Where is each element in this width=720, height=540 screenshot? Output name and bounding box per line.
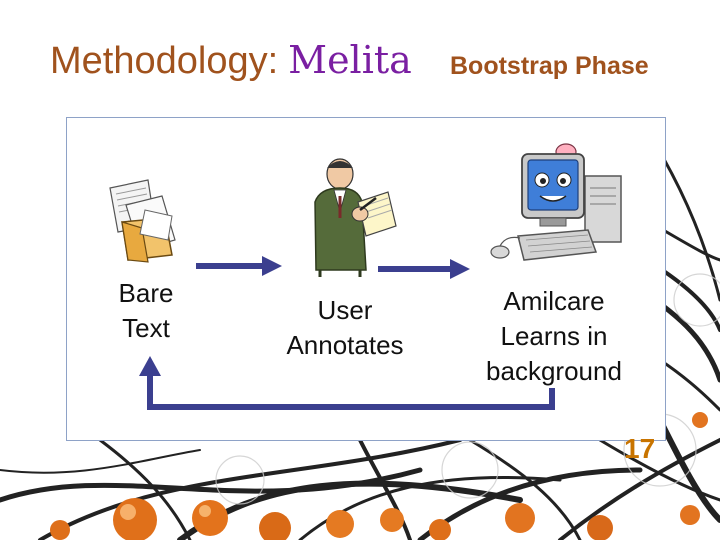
annotating-person-icon	[314, 158, 397, 277]
step-amilcare-learns: Amilcare Learns in background	[486, 286, 622, 387]
smiling-computer-icon	[490, 143, 622, 261]
slide-title: Methodology:Melita	[50, 38, 412, 83]
title-prefix: Methodology:	[50, 40, 279, 82]
step-bare-text: Bare Text	[118, 278, 174, 344]
title-brand: Melita	[288, 38, 412, 82]
phase-label: Bootstrap Phase	[450, 52, 649, 80]
arrow-bare-to-user	[196, 256, 282, 276]
slide-number: 17	[624, 433, 656, 464]
documents-icon	[109, 179, 176, 263]
feedback-loop-arrow	[139, 356, 555, 410]
step-user-annotates: User Annotates	[286, 295, 404, 361]
arrow-user-to-amilcare	[378, 259, 470, 279]
